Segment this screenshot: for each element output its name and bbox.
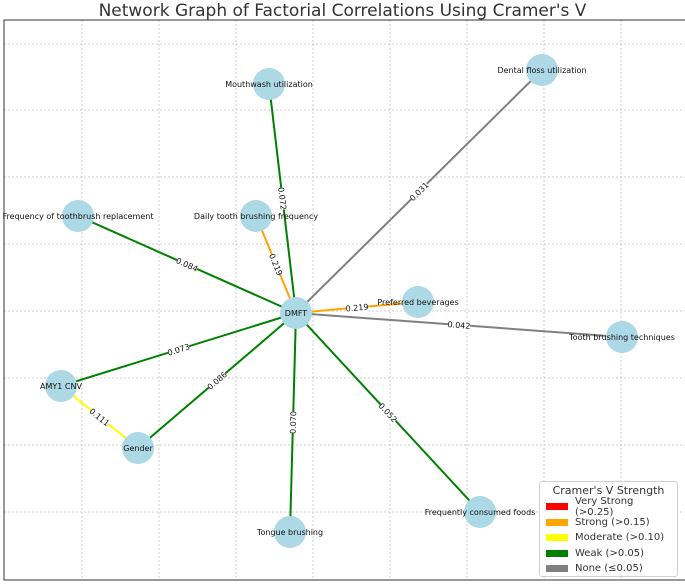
node-amy1: AMY1 CNV (40, 370, 82, 402)
node-foods: Frequently consumed foods (425, 496, 536, 528)
node-label: Gender (123, 444, 153, 453)
edge-value: 0.219 (267, 252, 284, 277)
edge-value: 0.073 (166, 342, 191, 357)
node-circle (253, 68, 285, 100)
node-label: AMY1 CNV (40, 382, 82, 391)
edge-label-dmft-daily_brushing: 0.219 (267, 252, 285, 277)
node-gender: Gender (122, 432, 154, 464)
node-toothbrush_repl: Frequency of toothbrush replacement (3, 200, 154, 232)
node-mouthwash: Mouthwash utilization (225, 68, 313, 100)
node-label: Daily tooth brushing frequency (194, 212, 318, 221)
legend-swatch (546, 549, 568, 557)
legend-label: Strong (>0.15) (575, 516, 650, 528)
legend-label: Moderate (>0.10) (575, 532, 665, 544)
legend-items: Very Strong (>0.25)Strong (>0.15) Moderat… (546, 495, 671, 577)
edge-value: 0.042 (447, 320, 471, 331)
legend-item-weak: Weak (>0.05) (546, 546, 671, 562)
edge-label-dmft-beverages: 0.219 (345, 301, 369, 314)
node-circle (526, 54, 558, 86)
legend-item-strong: Strong (>0.15) (546, 515, 671, 531)
legend-swatch (546, 503, 568, 511)
edges (60, 69, 623, 533)
node-label: Tooth brushing techniques (568, 333, 675, 342)
legend-item-moderate: Moderate (>0.10) (546, 530, 671, 546)
nodes: DMFT Mouthwash utilization Dental floss ut… (3, 54, 675, 548)
node-daily_brushing: Daily tooth brushing frequency (194, 200, 318, 232)
node-label: Preferred beverages (377, 298, 458, 307)
node-circle (280, 297, 312, 329)
edge-value: 0.086 (206, 370, 229, 392)
node-circle (122, 432, 154, 464)
legend-item-very_strong: Very Strong (>0.25) (546, 495, 671, 518)
node-label: DMFT (285, 309, 308, 318)
node-tongue: Tongue brushing (256, 516, 323, 548)
edge-label-dmft-techniques: 0.042 (447, 319, 471, 331)
node-label: Frequently consumed foods (425, 508, 536, 517)
edge-label-dmft-mouthwash: 0.072 (276, 187, 289, 211)
edge-value: 0.084 (175, 256, 200, 274)
edge-value: 0.052 (377, 401, 399, 424)
edge-value: 0.072 (276, 187, 288, 211)
legend-label: Weak (>0.05) (575, 547, 644, 559)
edge-value: 0.219 (345, 302, 369, 313)
legend-title: Cramer's V Strength (552, 484, 665, 497)
diagram-title: Network Graph of Factorial Correlations … (98, 1, 587, 21)
legend: Cramer's V Strength Very Strong (>0.25)S… (539, 481, 678, 577)
edge-label-dmft-tongue: 0.070 (287, 411, 299, 434)
edge-label-amy1-gender: 0.111 (87, 406, 112, 428)
legend-swatch (546, 534, 568, 542)
node-label: Frequency of toothbrush replacement (3, 212, 154, 221)
legend-swatch (546, 565, 568, 573)
node-circle (274, 516, 306, 548)
node-circle (606, 321, 638, 353)
edge-label-dmft-amy1: 0.073 (166, 341, 191, 358)
node-circle (240, 200, 272, 232)
node-beverages: Preferred beverages (377, 286, 459, 318)
node-circle (45, 370, 77, 402)
edge-value: 0.111 (87, 407, 110, 428)
node-label: Mouthwash utilization (225, 80, 313, 89)
node-circle (402, 286, 434, 318)
node-techniques: Tooth brushing techniques (568, 321, 675, 353)
node-circle (464, 496, 496, 528)
legend-label: None (≤0.05) (575, 563, 643, 575)
edge-value: 0.031 (408, 181, 431, 204)
node-floss: Dental floss utilization (497, 54, 587, 86)
node-label: Tongue brushing (256, 528, 323, 537)
legend-swatch (546, 518, 568, 526)
edge-value: 0.070 (289, 411, 299, 434)
node-label: Dental floss utilization (497, 66, 586, 75)
edge-label-dmft-toothbrush_repl: 0.084 (175, 255, 200, 274)
legend-item-none: None (≤0.05) (546, 561, 671, 577)
node-circle (62, 200, 94, 232)
legend-label: Very Strong (>0.25) (575, 495, 634, 518)
node-dmft: DMFT (280, 297, 312, 329)
grid-lines (4, 20, 685, 580)
plot-frame (3, 19, 685, 581)
